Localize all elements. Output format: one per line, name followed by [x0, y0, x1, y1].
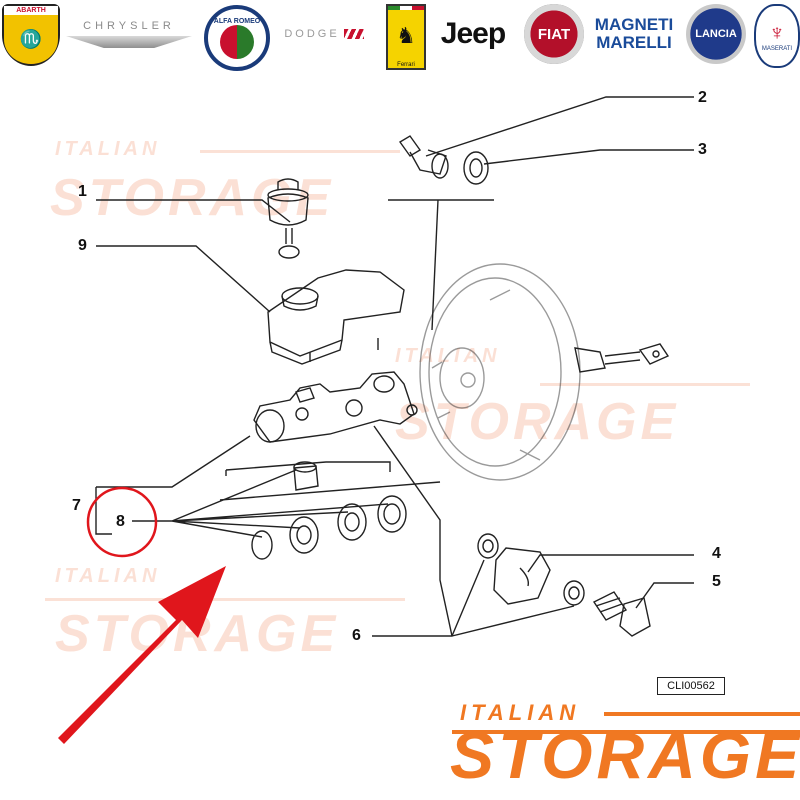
ferrari-logo: ♞ Ferrari: [386, 4, 426, 70]
fiat-logo-text: FIAT: [537, 25, 571, 43]
watermark-bar-2: [540, 383, 750, 386]
part-2-elbow-fitting: [398, 135, 449, 179]
chrysler-logo: CHRYSLER: [62, 4, 196, 64]
abarth-logo: ABARTH ♏: [2, 4, 60, 66]
watermark-small-3: ITALIAN: [55, 565, 161, 587]
watermark-bar-3: [45, 598, 405, 601]
brand-footer-bar-top: [604, 712, 800, 716]
leader-4: [527, 554, 694, 573]
leader-9: [96, 245, 271, 313]
part-8-piston-kit: [251, 461, 407, 560]
brand-footer-bar-mid: [452, 730, 800, 734]
watermark-bar-1: [200, 150, 400, 153]
scorpion-icon: ♏: [4, 15, 58, 64]
watermark-large-2: STORAGE: [395, 393, 680, 451]
alfa-romeo-logo: ALFA ROMEO: [204, 5, 270, 71]
chrysler-logo-text: CHRYSLER: [83, 20, 175, 32]
fiat-logo: FIAT: [524, 4, 584, 64]
prancing-horse-icon: ♞: [396, 23, 416, 48]
magneti-marelli-logo: MAGNETI MARELLI: [590, 4, 678, 64]
callout-1: 1: [78, 183, 87, 200]
diagram-reference-code: CLI00562: [657, 677, 725, 695]
highlight-circle: [86, 486, 158, 558]
callout-3: 3: [698, 141, 707, 158]
bracket-piston-top: [225, 461, 391, 472]
jeep-logo: Jeep: [430, 4, 516, 64]
callout-4: 4: [712, 545, 721, 562]
master-cylinder-body: [253, 371, 418, 443]
part-4-valve-clip: [493, 547, 551, 605]
callout-5: 5: [712, 573, 721, 590]
booster-pushrod: [574, 343, 670, 373]
callout-2: 2: [698, 89, 707, 106]
callout-6: 6: [352, 627, 361, 644]
part-3-grommet: [463, 151, 489, 185]
ferrari-logo-text: Ferrari: [397, 62, 415, 68]
lancia-logo: LANCIA: [686, 4, 746, 64]
leader-1: [96, 199, 291, 223]
maserati-logo: ♆ MASERATI: [754, 4, 800, 68]
brake-booster: [419, 263, 581, 481]
dodge-logo: DODGE: [270, 4, 378, 64]
callout-8: 8: [116, 513, 125, 530]
leader-8: [132, 469, 389, 538]
leader-6: [372, 559, 575, 637]
part-1-reservoir-cap: [267, 178, 309, 259]
part-6-seals: [477, 533, 585, 606]
leader-6-body: [373, 425, 453, 637]
brand-logo-strip: ABARTH ♏ CHRYSLER ALFA ROMEO DODGE ♞ Fer…: [0, 0, 800, 72]
leader-5: [635, 582, 694, 609]
italian-flag-icon: [388, 6, 424, 10]
callout-9: 9: [78, 237, 87, 254]
magneti-logo-text: MAGNETI: [594, 15, 674, 34]
brand-footer-small: ITALIAN: [460, 700, 581, 725]
bracket-piston-mid: [219, 481, 441, 501]
leader-3: [483, 149, 694, 165]
marelli-logo-text: MARELLI: [596, 33, 672, 52]
dodge-stripes-icon: [343, 29, 364, 39]
dodge-logo-text: DODGE: [284, 28, 340, 40]
brand-footer-large: STORAGE: [450, 718, 800, 792]
alfa-crest-icon: [220, 24, 254, 59]
watermark-small-1: ITALIAN: [55, 138, 161, 160]
abarth-logo-text: ABARTH: [4, 6, 58, 15]
maserati-logo-text: MASERATI: [761, 46, 793, 52]
trident-icon: ♆: [768, 20, 786, 45]
leader-2: [425, 96, 694, 157]
alfa-romeo-logo-text: ALFA ROMEO: [213, 17, 261, 25]
lancia-logo-text: LANCIA: [695, 28, 737, 40]
leader-2-3-to-booster: [431, 199, 439, 331]
part-5-bolt: [592, 591, 651, 637]
part-9-fluid-reservoir: [267, 269, 405, 365]
watermark-small-2: ITALIAN: [395, 345, 501, 367]
callout-7: 7: [72, 497, 81, 514]
jeep-logo-text: Jeep: [440, 17, 506, 50]
wing-icon: [66, 36, 192, 48]
red-arrow-icon: [58, 566, 226, 744]
